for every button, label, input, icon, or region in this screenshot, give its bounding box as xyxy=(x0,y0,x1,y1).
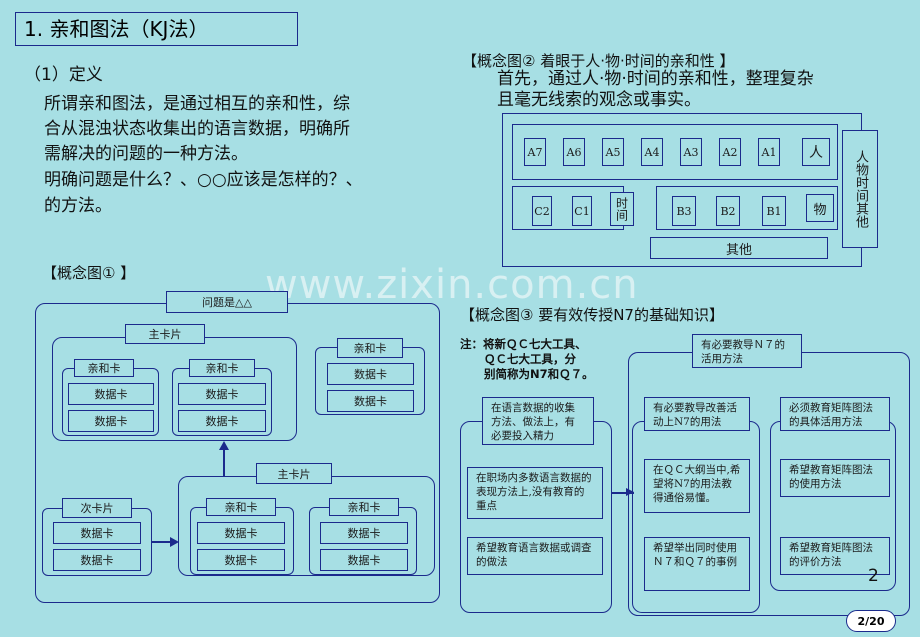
definition-line-3: 需解决的问题的一种方法。 xyxy=(44,144,248,164)
definition-line-1: 所谓亲和图法，是通过相互的亲和性，综 xyxy=(44,94,350,114)
affinity-card-1: 亲和卡 xyxy=(74,359,134,377)
data-card-6: 数据卡 xyxy=(327,390,414,412)
problem-card: 问题是△△ xyxy=(166,291,288,313)
col2-item-1: 在ＱＣ大纲当中,希望将N7的用法教得通俗易懂。 xyxy=(644,459,750,513)
other-card: 其他 xyxy=(650,237,828,259)
card-c2: C2 xyxy=(532,196,552,226)
affinity-card-4: 亲和卡 xyxy=(206,498,276,516)
arrow-up-line xyxy=(223,450,225,476)
side-card: 人物时间其他 xyxy=(842,130,878,248)
card-a4: A4 xyxy=(641,138,663,166)
watermark: www.zixin.com.cn xyxy=(265,262,639,308)
card-a2: A2 xyxy=(719,138,741,166)
data-card-10: 数据卡 xyxy=(320,549,408,571)
concept3-heading: 【概念图③ 要有效传授N7的基础知识】 xyxy=(460,306,724,324)
data-card-4: 数据卡 xyxy=(178,410,266,432)
definition-line-5: 的方法。 xyxy=(44,196,112,216)
col1-item-2: 希望教育语言数据或调查的做法 xyxy=(467,537,603,575)
concept2-text-1: 首先，通过人·物·时间的亲和性，整理复杂 xyxy=(497,69,814,89)
col3-item-1: 希望教育矩阵图法的使用方法 xyxy=(780,459,890,497)
slide-number: 2 xyxy=(868,566,879,586)
data-card-5: 数据卡 xyxy=(327,363,414,385)
card-a3: A3 xyxy=(680,138,702,166)
affinity-card-3: 亲和卡 xyxy=(337,338,403,358)
affinity-card-2: 亲和卡 xyxy=(189,359,255,377)
col3-item-2: 希望教育矩阵图法的评价方法 xyxy=(780,537,890,575)
card-b3: B3 xyxy=(672,196,696,226)
arrow-right-icon xyxy=(170,537,179,547)
data-card-9: 数据卡 xyxy=(320,522,408,544)
concept2-heading: 【概念图② 着眼于人·物·时间的亲和性 】 xyxy=(462,52,735,70)
card-a1: A1 xyxy=(758,138,780,166)
definition-line-4: 明确问题是什么？、○○应该是怎样的？、 xyxy=(44,170,363,190)
data-card-12: 数据卡 xyxy=(53,549,141,571)
arrow-line-1 xyxy=(612,492,634,494)
concept2-text-2: 且毫无线索的观念或事实。 xyxy=(497,90,701,110)
page-title: 1. 亲和图法（KJ法） xyxy=(15,12,298,46)
thing-group xyxy=(656,186,838,230)
section-heading: （1）定义 xyxy=(24,65,103,85)
col2-item-2: 希望举出同时使用Ｎ７和Ｑ７的事例 xyxy=(644,537,750,591)
col1-item-1: 在职场内多数语言数据的表现方法上,没有教育的重点 xyxy=(467,467,603,519)
col1-head: 在语言数据的收集方法、做法上，有必要投入精力 xyxy=(482,397,594,445)
person-card: 人 xyxy=(802,138,830,166)
note-line-3: 别简称为N7和Ｑ７。 xyxy=(484,367,594,381)
note-line-2: ＱＣ七大工具，分 xyxy=(484,352,576,366)
arrow-up-icon xyxy=(219,441,229,450)
concept1-label: 【概念图① 】 xyxy=(42,264,136,282)
data-card-1: 数据卡 xyxy=(68,383,154,405)
data-card-2: 数据卡 xyxy=(68,410,154,432)
card-b2: B2 xyxy=(716,196,740,226)
data-card-7: 数据卡 xyxy=(197,522,285,544)
card-a7: A7 xyxy=(524,138,546,166)
definition-line-2: 合从混浊状态收集出的语言数据，明确所 xyxy=(44,119,350,139)
main-card-2: 主卡片 xyxy=(256,463,332,484)
time-group xyxy=(512,186,624,230)
arrow-right-line xyxy=(152,541,170,543)
concept3-top-card: 有必要教导Ｎ７的活用方法 xyxy=(692,334,802,368)
card-a6: A6 xyxy=(563,138,585,166)
affinity-card-5: 亲和卡 xyxy=(329,498,399,516)
card-c1: C1 xyxy=(572,196,592,226)
data-card-11: 数据卡 xyxy=(53,522,141,544)
thing-card: 物 xyxy=(806,194,834,222)
note-line-1: 注：将新ＱＣ七大工具、 xyxy=(460,337,587,351)
data-card-8: 数据卡 xyxy=(197,549,285,571)
card-b1: B1 xyxy=(762,196,786,226)
sub-card: 次卡片 xyxy=(62,498,132,518)
page-number-badge: 2/20 xyxy=(846,610,896,632)
col2-head: 有必要教导改善活动上N7的用法 xyxy=(644,397,750,431)
arrow-right-icon-2 xyxy=(626,488,634,496)
data-card-3: 数据卡 xyxy=(178,383,266,405)
card-a5: A5 xyxy=(602,138,624,166)
person-group xyxy=(512,124,838,180)
main-card-1: 主卡片 xyxy=(125,324,205,344)
col3-head: 必须教育矩阵图法的具体活用方法 xyxy=(780,397,890,431)
time-card: 时间 xyxy=(610,192,634,226)
